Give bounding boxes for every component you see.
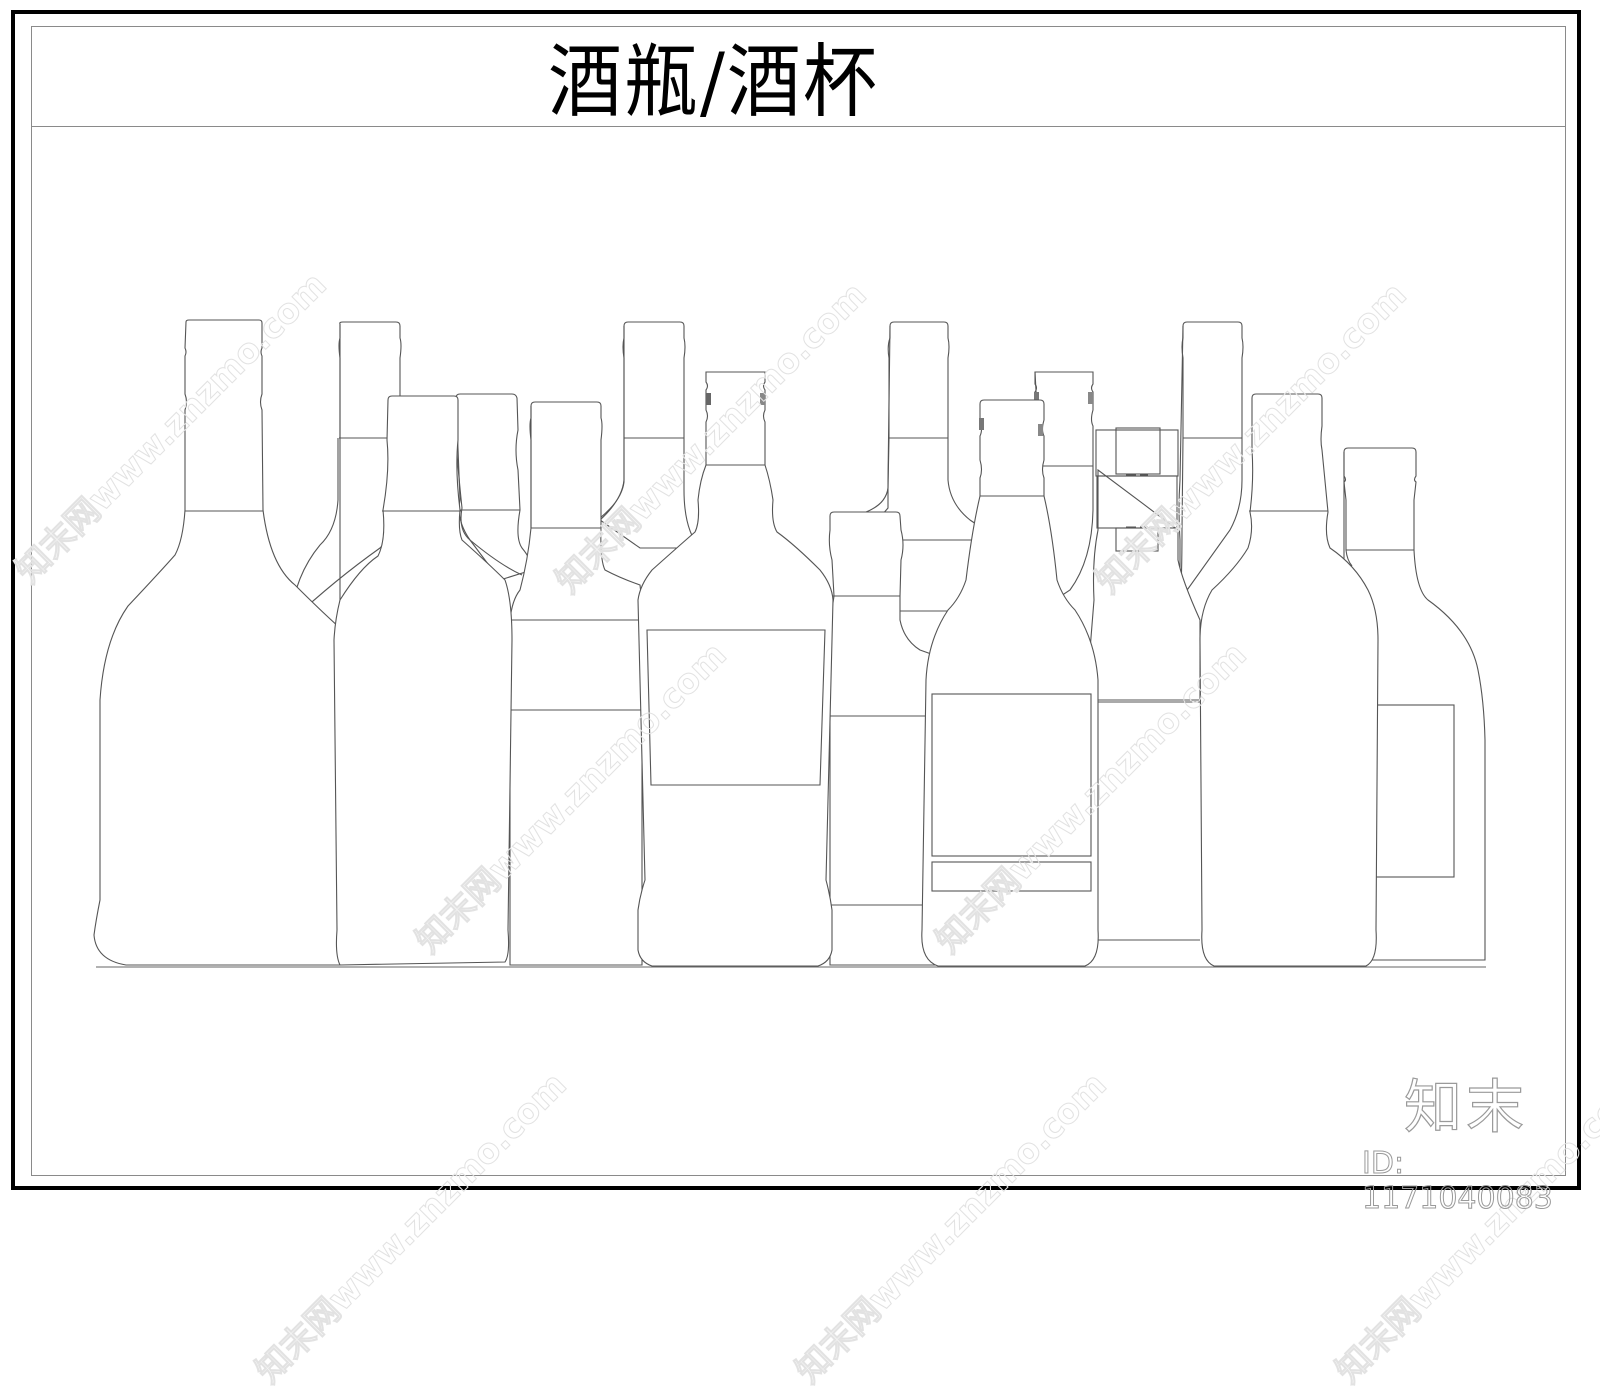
bottle-5 (509, 401, 643, 966)
bottle-13 (1178, 321, 1244, 602)
outer-frame (11, 10, 1581, 1190)
bottle-6 (599, 321, 702, 549)
bottle-15 (1199, 393, 1379, 967)
bottle-8 (828, 511, 955, 966)
asset-id: ID: 1171040083 (1362, 1146, 1554, 1217)
inner-frame (31, 26, 1566, 1176)
bottle-3 (333, 395, 513, 966)
bottle-4 (454, 393, 533, 581)
bottle-drawing (93, 319, 1486, 968)
bottle-1 (93, 319, 341, 966)
title-divider (31, 126, 1566, 127)
bottle-9 (858, 321, 1002, 541)
bottle-7 (637, 371, 834, 967)
sheet-title: 酒瓶/酒杯 (548, 36, 879, 130)
bottle-14 (1343, 447, 1486, 961)
brand-logo: 知末 (1403, 1072, 1529, 1141)
bottle-10 (921, 399, 1099, 967)
